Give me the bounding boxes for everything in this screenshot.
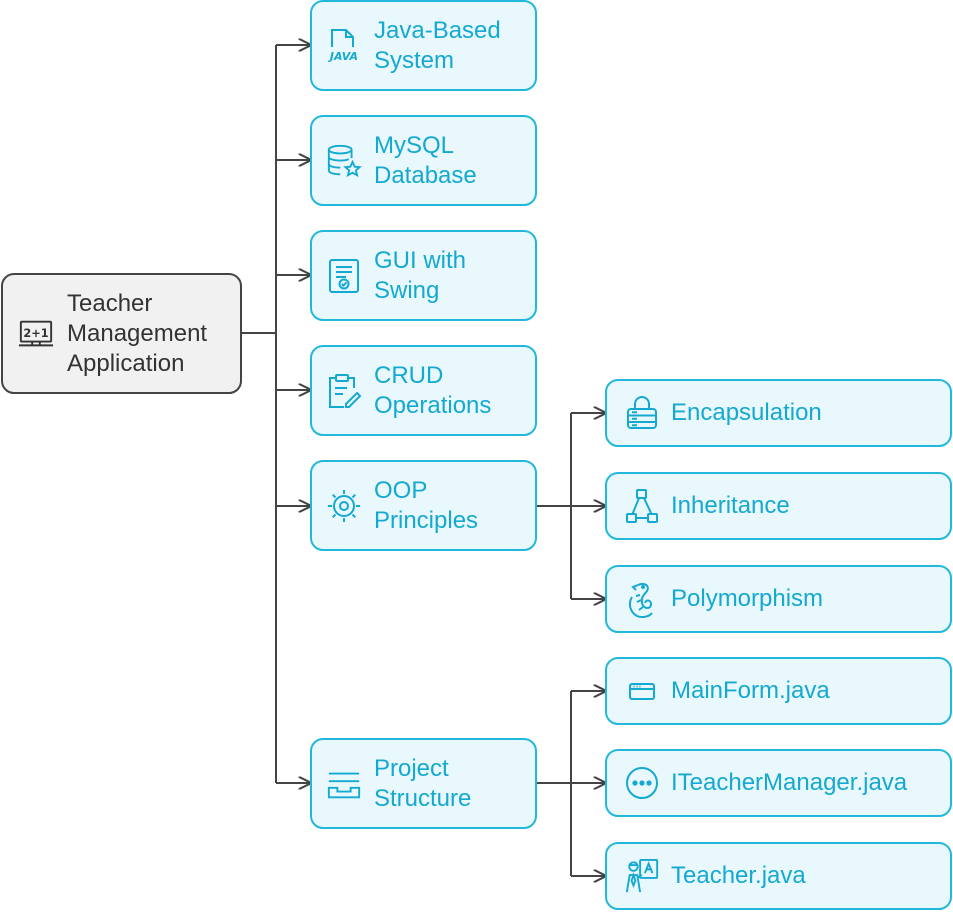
branch-node-gui-with-swing: GUI with Swing	[310, 230, 537, 321]
hierarchy-icon	[624, 487, 660, 525]
svg-text:JAVA: JAVA	[328, 50, 358, 63]
branch-label-line-2: System	[374, 46, 455, 74]
branch-node-mysql-database: MySQL Database	[310, 115, 537, 206]
clipboard-pencil-icon	[326, 372, 362, 410]
branch-label-line-1: CRUD	[374, 361, 444, 389]
leaf-label: ITeacherManager.java	[671, 769, 908, 796]
leaf-label: Encapsulation	[671, 399, 822, 426]
seahorse-icon	[624, 579, 660, 619]
branch-node-crud-operations: CRUD Operations	[310, 345, 537, 436]
branch-label-line-1: OOP	[374, 476, 428, 504]
window-icon	[624, 672, 660, 710]
ellipsis-circle-icon	[624, 764, 660, 802]
leaf-node-inheritance: Inheritance	[605, 472, 952, 540]
lock-server-icon	[624, 394, 660, 432]
teacher-board-icon	[624, 856, 660, 896]
leaf-node-polymorphism: Polymorphism	[605, 565, 952, 633]
branch-node-java-based-system: JAVA Java-Based System	[310, 0, 537, 91]
branch-label-line-1: MySQL	[374, 131, 455, 159]
branch-label-line-2: Database	[374, 161, 477, 189]
leaf-node-mainform-java: MainForm.java	[605, 657, 952, 725]
root-label-line-2: Management	[67, 319, 208, 347]
branch-label-line-2: Principles	[374, 506, 479, 534]
leaf-node-iteachermanager-java: ITeacherManager.java	[605, 749, 952, 817]
blackboard-2plus1-icon: 2+1	[18, 318, 54, 350]
gear-icon	[326, 487, 362, 525]
root-label-line-3: Application	[67, 349, 185, 377]
branch-label-line-1: Java-Based	[374, 16, 501, 44]
leaf-node-encapsulation: Encapsulation	[605, 379, 952, 447]
branch-node-project-structure: Project Structure	[310, 738, 537, 829]
leaf-label: Teacher.java	[671, 862, 806, 889]
svg-text:2+1: 2+1	[23, 325, 48, 339]
branch-label-line-1: Project	[374, 754, 449, 782]
java-file-icon: JAVA	[326, 27, 362, 65]
root-node-teacher-management-application: 2+1 Teacher Management Application	[1, 273, 242, 394]
leaf-label: Polymorphism	[671, 585, 824, 612]
branch-label-line-2: Structure	[374, 784, 472, 812]
root-label-line-1: Teacher	[67, 289, 153, 317]
tray-icon	[326, 765, 362, 803]
database-star-icon	[326, 142, 362, 180]
leaf-node-teacher-java: Teacher.java	[605, 842, 952, 910]
leaf-label: MainForm.java	[671, 677, 830, 704]
branch-label-line-2: Swing	[374, 276, 440, 304]
form-check-icon	[326, 257, 362, 295]
branch-node-oop-principles: OOP Principles	[310, 460, 537, 551]
branch-label-line-1: GUI with	[374, 246, 467, 274]
leaf-label: Inheritance	[671, 492, 790, 519]
branch-label-line-2: Operations	[374, 391, 492, 419]
